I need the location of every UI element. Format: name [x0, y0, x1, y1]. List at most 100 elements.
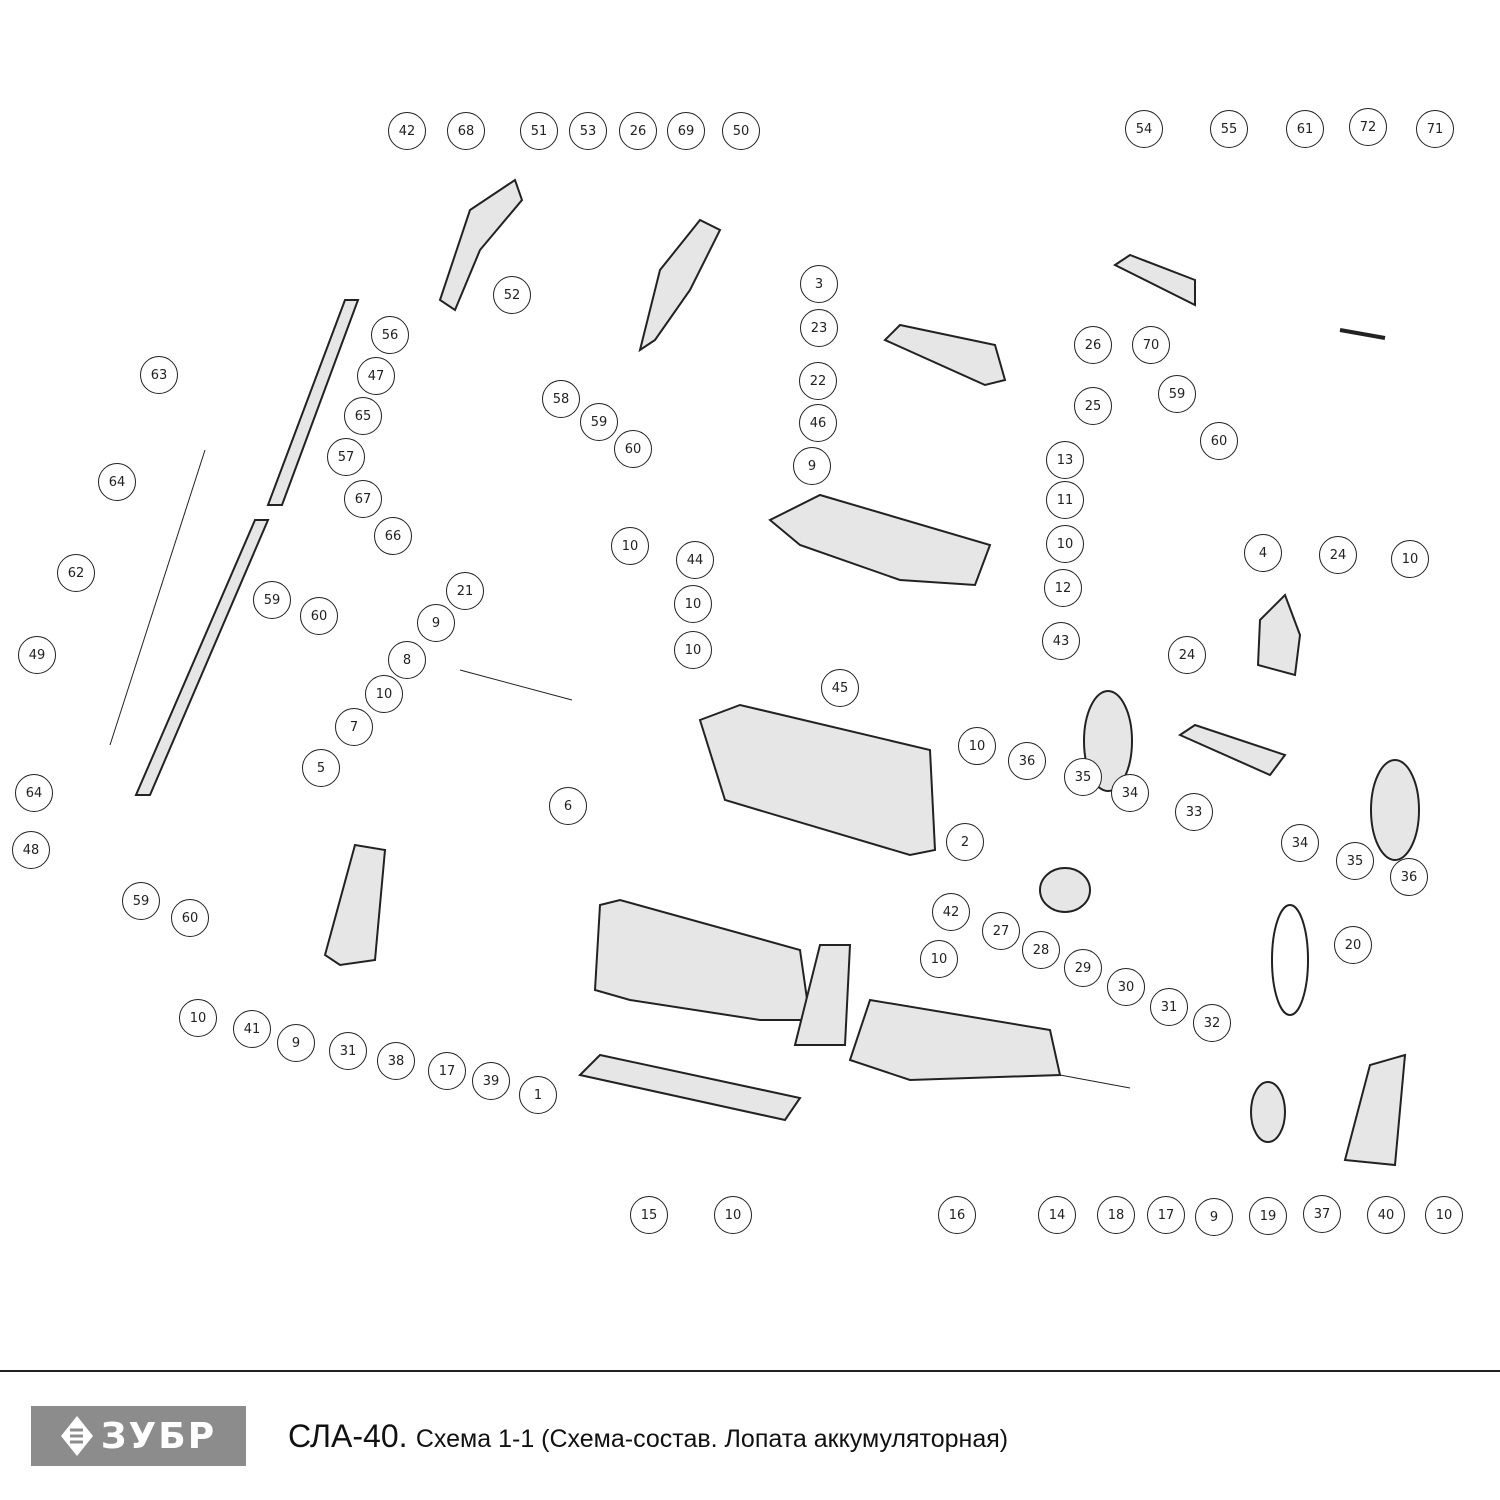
part-callout-10: 10: [714, 1196, 752, 1234]
part-wheel-right: [1370, 759, 1420, 861]
part-callout-14: 14: [1038, 1196, 1076, 1234]
part-callout-34: 34: [1281, 824, 1319, 862]
part-callout-60: 60: [1200, 422, 1238, 460]
part-callout-23: 23: [800, 309, 838, 347]
part-callout-66: 66: [374, 517, 412, 555]
part-callout-52: 52: [493, 276, 531, 314]
part-side-cover-middle: [793, 944, 852, 1046]
part-callout-38: 38: [377, 1042, 415, 1080]
part-callout-51: 51: [520, 112, 558, 150]
part-callout-1: 1: [519, 1076, 557, 1114]
part-callout-10: 10: [365, 675, 403, 713]
part-callout-36: 36: [1008, 742, 1046, 780]
part-callout-9: 9: [1195, 1198, 1233, 1236]
part-callout-41: 41: [233, 1010, 271, 1048]
part-callout-25: 25: [1074, 387, 1112, 425]
part-callout-26: 26: [619, 112, 657, 150]
part-callout-24: 24: [1319, 536, 1357, 574]
part-callout-9: 9: [793, 447, 831, 485]
part-callout-17: 17: [1147, 1196, 1185, 1234]
part-callout-31: 31: [329, 1032, 367, 1070]
part-callout-17: 17: [428, 1052, 466, 1090]
part-callout-11: 11: [1046, 481, 1084, 519]
part-chute-housing: [593, 898, 812, 1021]
part-side-cover-right: [1343, 1053, 1407, 1167]
part-callout-30: 30: [1107, 968, 1145, 1006]
part-callout-10: 10: [674, 585, 712, 623]
part-callout-64: 64: [15, 774, 53, 812]
part-handle-right: [638, 218, 722, 353]
part-motor: [1039, 867, 1091, 913]
part-callout-36: 36: [1390, 858, 1428, 896]
brand-name: ЗУБР: [100, 1415, 217, 1457]
brand-logo: ЗУБР: [31, 1406, 246, 1466]
footer-divider: [0, 1370, 1500, 1372]
part-callout-5: 5: [302, 749, 340, 787]
part-belt: [1271, 904, 1309, 1016]
part-callout-40: 40: [1367, 1196, 1405, 1234]
part-callout-32: 32: [1193, 1004, 1231, 1042]
part-callout-61: 61: [1286, 110, 1324, 148]
parts-drawing: [109, 178, 1420, 1167]
part-callout-16: 16: [938, 1196, 976, 1234]
part-callout-10: 10: [1046, 525, 1084, 563]
part-callout-70: 70: [1132, 326, 1170, 364]
part-callout-4: 4: [1244, 534, 1282, 572]
part-callout-8: 8: [388, 641, 426, 679]
part-callout-22: 22: [799, 362, 837, 400]
part-callout-55: 55: [1210, 110, 1248, 148]
part-callout-6: 6: [549, 787, 587, 825]
part-callout-7: 7: [335, 708, 373, 746]
part-callout-37: 37: [1303, 1195, 1341, 1233]
part-callout-19: 19: [1249, 1197, 1287, 1235]
brand-arrow-icon: [60, 1416, 93, 1456]
part-callout-49: 49: [18, 636, 56, 674]
part-callout-54: 54: [1125, 110, 1163, 148]
part-callout-39: 39: [472, 1062, 510, 1100]
part-callout-59: 59: [253, 581, 291, 619]
part-callout-45: 45: [821, 669, 859, 707]
part-callout-10: 10: [674, 631, 712, 669]
part-callout-48: 48: [12, 831, 50, 869]
part-pulley: [1250, 1081, 1286, 1143]
part-callout-60: 60: [300, 597, 338, 635]
part-callout-10: 10: [611, 527, 649, 565]
part-side-cover-left: [323, 843, 387, 967]
part-callout-60: 60: [614, 430, 652, 468]
part-scraper: [578, 1053, 802, 1122]
part-callout-10: 10: [958, 727, 996, 765]
part-upper-housing: [698, 703, 937, 857]
part-callout-60: 60: [171, 899, 209, 937]
part-handle-left: [438, 178, 524, 312]
part-gear-cover: [1177, 723, 1287, 777]
part-upper-cover: [1113, 253, 1196, 307]
part-callout-58: 58: [542, 380, 580, 418]
diagram-caption: Схема 1-1 (Схема-состав. Лопата аккумуля…: [415, 1425, 1009, 1453]
diagram-title: СЛА-40. Схема 1-1 (Схема-состав. Лопата …: [288, 1418, 1008, 1455]
part-callout-43: 43: [1042, 622, 1080, 660]
part-callout-46: 46: [799, 404, 837, 442]
part-callout-13: 13: [1046, 441, 1084, 479]
part-callout-72: 72: [1349, 108, 1387, 146]
part-callout-35: 35: [1064, 758, 1102, 796]
part-callout-59: 59: [580, 403, 618, 441]
part-callout-3: 3: [800, 265, 838, 303]
part-callout-57: 57: [327, 438, 365, 476]
part-callout-15: 15: [630, 1196, 668, 1234]
part-switch-box: [1256, 593, 1302, 677]
part-callout-10: 10: [1425, 1196, 1463, 1234]
part-tube-upper: [266, 299, 360, 506]
part-callout-44: 44: [676, 541, 714, 579]
part-callout-24: 24: [1168, 636, 1206, 674]
part-auger: [848, 998, 1062, 1082]
part-callout-42: 42: [932, 893, 970, 931]
part-callout-35: 35: [1336, 842, 1374, 880]
part-callout-31: 31: [1150, 988, 1188, 1026]
part-callout-10: 10: [179, 999, 217, 1037]
part-callout-62: 62: [57, 554, 95, 592]
part-callout-50: 50: [722, 112, 760, 150]
part-callout-65: 65: [344, 397, 382, 435]
part-callout-29: 29: [1064, 949, 1102, 987]
part-callout-12: 12: [1044, 569, 1082, 607]
